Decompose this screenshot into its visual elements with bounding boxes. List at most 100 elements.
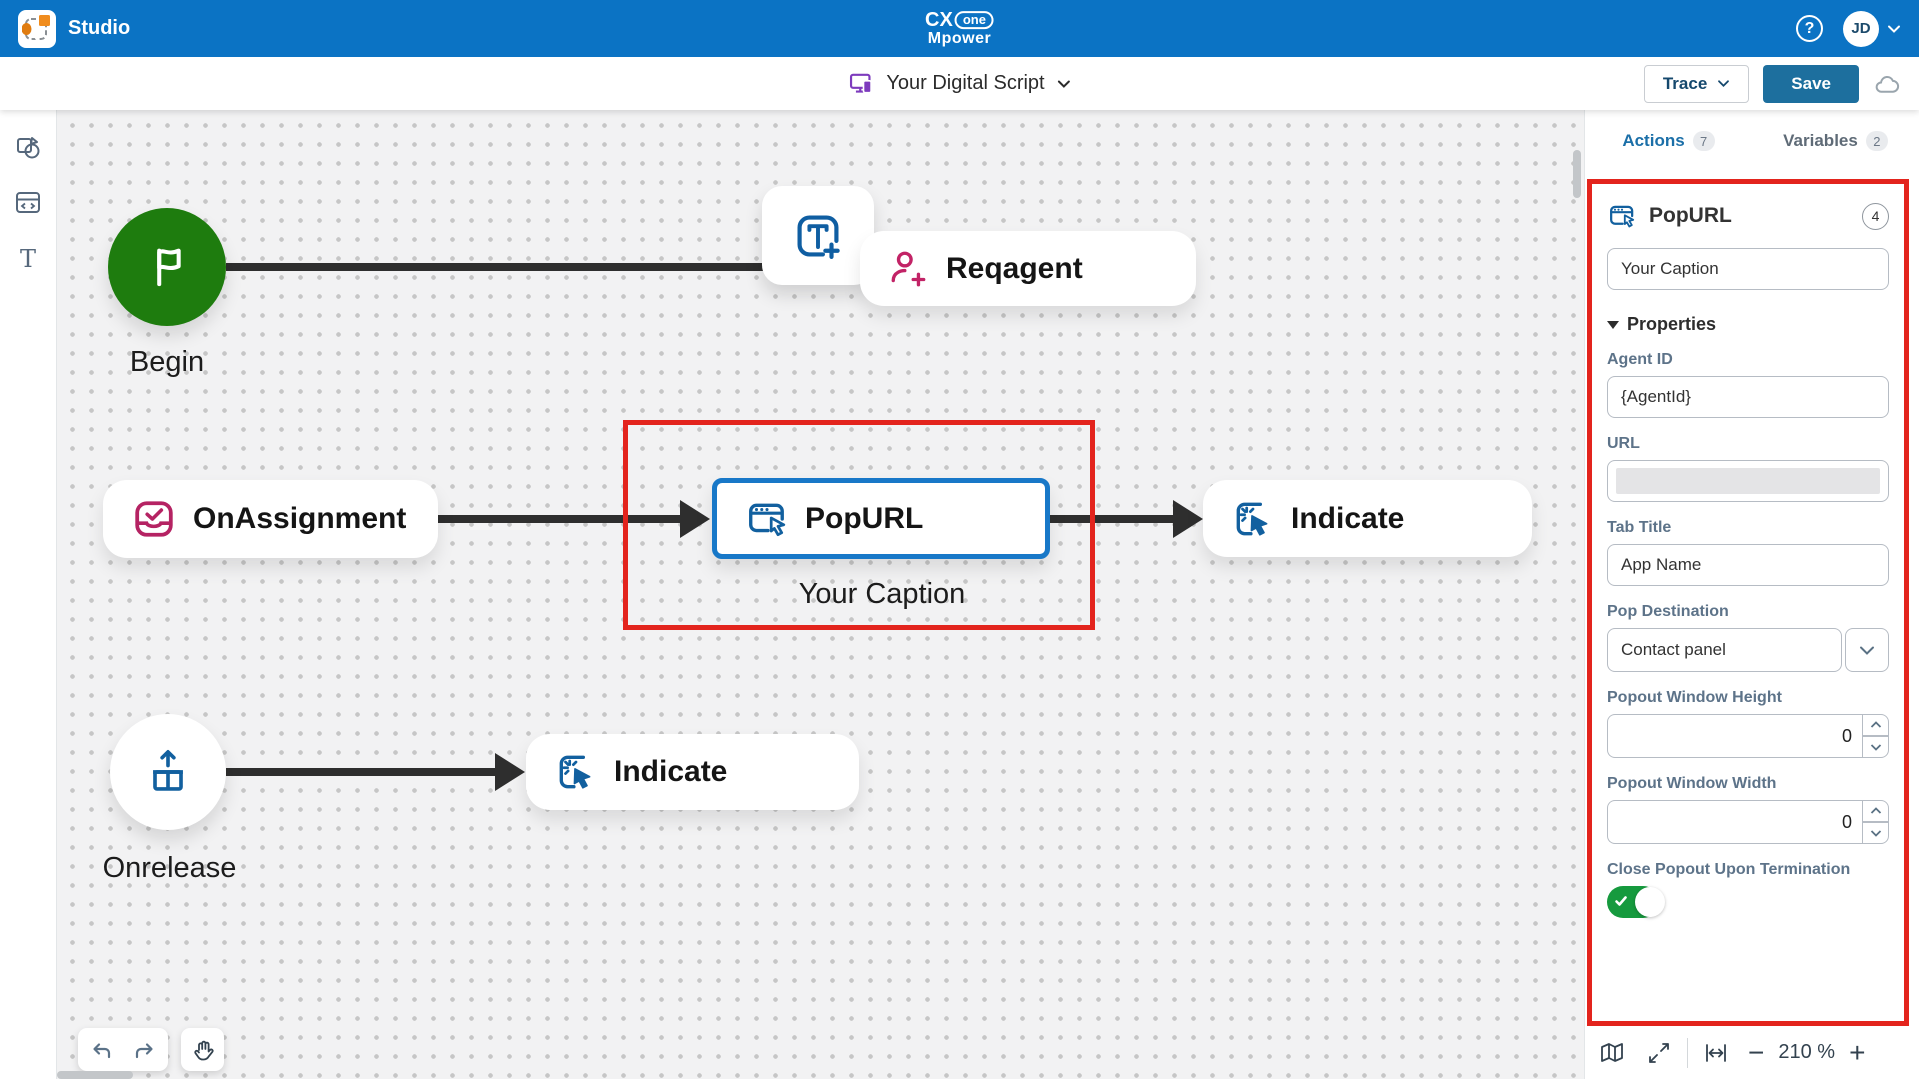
minimap-icon[interactable]: [1599, 1041, 1625, 1065]
studio-logo-icon: [18, 9, 56, 48]
tools-sidebar: T: [0, 110, 57, 1079]
app-header: Studio CX one Mpower ? JD: [0, 0, 1919, 57]
avatar[interactable]: JD: [1843, 10, 1879, 47]
node-onassignment[interactable]: OnAssignment: [103, 480, 438, 558]
node-popurl[interactable]: PopURL: [712, 478, 1050, 559]
pop-destination-select[interactable]: Contact panel: [1607, 628, 1842, 672]
node-indicate-right[interactable]: Indicate: [1203, 480, 1532, 557]
popurl-icon: [1610, 205, 1635, 228]
text-tool-icon[interactable]: T: [13, 244, 43, 274]
flow-canvas[interactable]: Begin Reqagent OnAssig: [57, 110, 1584, 1079]
node-reqagent[interactable]: Reqagent: [860, 231, 1196, 306]
popout-width-input[interactable]: [1607, 800, 1862, 844]
node-label: Indicate: [1291, 501, 1405, 535]
chevron-down-icon: [1888, 25, 1900, 33]
digital-channel-icon: [849, 73, 872, 93]
node-label: OnAssignment: [193, 502, 407, 535]
node-onrelease[interactable]: [110, 714, 226, 830]
popout-height-decrement-button[interactable]: [1862, 736, 1889, 758]
script-name: Your Digital Script: [886, 72, 1045, 94]
cloud-sync-icon: [1875, 75, 1900, 93]
node-indicate-bottom[interactable]: Indicate: [526, 734, 859, 810]
user-menu[interactable]: JD: [1843, 10, 1901, 47]
node-begin-label: Begin: [129, 346, 205, 378]
brand-one-badge: one: [954, 10, 994, 30]
assignment-inbox-icon: [135, 501, 173, 537]
fit-to-width-icon[interactable]: [1704, 1041, 1728, 1065]
field-label-close-popout: Close Popout Upon Termination: [1607, 861, 1851, 878]
help-icon[interactable]: ?: [1796, 15, 1823, 42]
tab-variables[interactable]: Variables 2: [1752, 110, 1919, 172]
popout-height-increment-button[interactable]: [1862, 714, 1889, 736]
add-text-action-card[interactable]: [762, 186, 874, 285]
close-popout-toggle[interactable]: [1607, 886, 1665, 918]
tab-title-input[interactable]: [1607, 544, 1889, 586]
indicate-click-icon: [559, 755, 591, 789]
chevron-down-icon: [1718, 80, 1730, 88]
undo-redo-card: [78, 1028, 168, 1071]
node-popurl-caption: Your Caption: [798, 578, 966, 610]
flag-icon: [157, 248, 181, 287]
properties-section-header[interactable]: Properties: [1607, 314, 1889, 335]
node-label: Reqagent: [946, 251, 1083, 285]
agent-plus-icon: [891, 251, 926, 286]
fullscreen-expand-icon[interactable]: [1647, 1041, 1671, 1065]
properties-panel: Actions 7 Variables 2 PopURL 4: [1584, 110, 1919, 1079]
zoom-out-button[interactable]: −: [1748, 1036, 1765, 1068]
field-label-agent-id: Agent ID: [1607, 351, 1673, 368]
chevron-up-icon: [1870, 807, 1881, 814]
canvas-statusbar: − 210 % +: [1585, 1026, 1919, 1079]
chevron-down-icon: [1057, 80, 1070, 88]
popout-width-decrement-button[interactable]: [1862, 822, 1889, 844]
field-label-url: URL: [1607, 435, 1640, 452]
popout-height-input[interactable]: [1607, 714, 1862, 758]
undo-icon[interactable]: [88, 1039, 114, 1061]
chevron-down-icon: [1870, 830, 1881, 837]
tab-actions[interactable]: Actions 7: [1585, 110, 1752, 172]
brand-mpower: Mpower: [927, 29, 992, 47]
pop-destination-dropdown-button[interactable]: [1845, 628, 1889, 672]
script-selector[interactable]: Your Digital Script: [848, 71, 1070, 97]
select-value: Contact panel: [1621, 640, 1726, 659]
redo-icon[interactable]: [132, 1039, 158, 1061]
app-name: Studio: [68, 17, 131, 39]
check-icon: [1615, 896, 1627, 906]
save-button[interactable]: Save: [1763, 64, 1859, 103]
toggle-knob: [1635, 887, 1665, 917]
tab-badge: 7: [1692, 131, 1715, 151]
zoom-in-button[interactable]: +: [1849, 1036, 1866, 1068]
node-begin[interactable]: [108, 208, 226, 326]
field-label-tab-title: Tab Title: [1607, 519, 1672, 536]
horizontal-scrollbar[interactable]: [57, 1071, 133, 1079]
section-label: Properties: [1627, 314, 1717, 334]
caption-input[interactable]: [1607, 248, 1889, 290]
help-label: ?: [1804, 19, 1815, 37]
indicate-click-icon: [1236, 502, 1268, 536]
pan-tool-card: [181, 1028, 224, 1071]
trace-label: Trace: [1662, 73, 1708, 93]
action-properties-annotation-box: PopURL 4 Properties Agent ID URL T: [1587, 179, 1909, 1026]
vertical-scrollbar[interactable]: [1573, 150, 1581, 198]
svg-text:T: T: [20, 245, 36, 273]
statusbar-divider: [1687, 1037, 1688, 1068]
chevron-up-icon: [1870, 721, 1881, 728]
avatar-initials: JD: [1851, 20, 1871, 37]
chevron-down-icon: [1870, 744, 1881, 751]
chevron-down-icon: [1860, 646, 1874, 655]
trace-button[interactable]: Trace: [1643, 64, 1750, 103]
hand-pan-icon[interactable]: [191, 1038, 215, 1062]
flow-shapes-icon[interactable]: [13, 132, 43, 162]
tab-badge: 2: [1865, 131, 1888, 151]
zoom-level: 210 %: [1778, 1041, 1836, 1063]
action-title: PopURL: [1649, 204, 1732, 227]
agent-id-input[interactable]: [1607, 376, 1889, 418]
popurl-icon: [749, 503, 786, 536]
field-label-popout-width: Popout Window Width: [1607, 775, 1777, 792]
node-label: Indicate: [614, 755, 728, 788]
release-gift-icon: [153, 750, 183, 791]
popout-width-increment-button[interactable]: [1862, 800, 1889, 822]
node-onrelease-label: Onrelease: [102, 852, 237, 884]
field-label-popout-height: Popout Window Height: [1607, 689, 1782, 706]
code-window-icon[interactable]: [13, 188, 43, 218]
action-order-badge: 4: [1862, 202, 1889, 230]
